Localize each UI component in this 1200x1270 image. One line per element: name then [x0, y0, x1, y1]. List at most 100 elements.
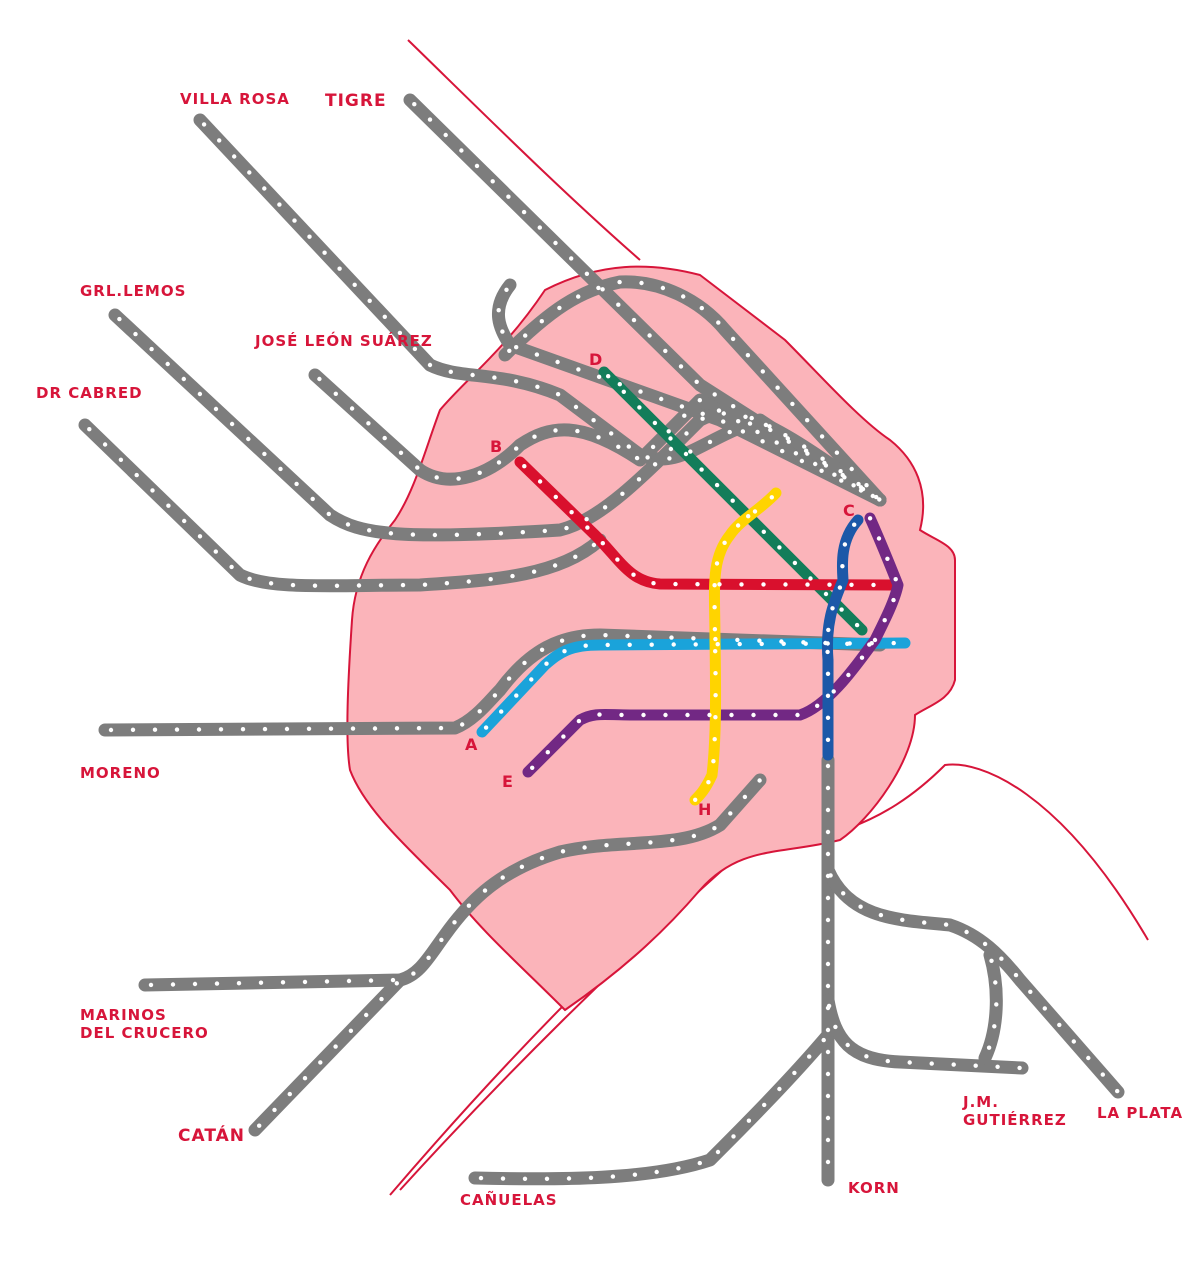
- station-dot: [192, 981, 198, 987]
- rail-gutierrez-link: [978, 948, 1003, 1065]
- station-dot: [688, 449, 693, 454]
- station-dot: [422, 582, 428, 587]
- station-dot: [134, 472, 139, 478]
- station-dot: [240, 727, 246, 732]
- station-dot: [993, 980, 998, 985]
- station-dot: [434, 475, 439, 480]
- station-dot: [652, 420, 658, 426]
- station-dot: [825, 763, 831, 769]
- station-dot: [922, 920, 927, 925]
- station-dot: [522, 1176, 528, 1182]
- station-dot: [87, 427, 92, 432]
- subte-labels: A B C D E H: [465, 350, 855, 819]
- station-dot: [707, 439, 713, 445]
- station-dot: [448, 369, 453, 374]
- station-dot: [535, 384, 540, 389]
- station-dot: [827, 582, 832, 587]
- station-dot: [560, 849, 566, 854]
- station-dot: [774, 440, 779, 445]
- rail-la-plata: [821, 863, 1125, 1099]
- station-dot: [1017, 1065, 1022, 1071]
- station-dot: [232, 154, 237, 159]
- station-dot: [602, 505, 608, 510]
- station-dot: [678, 364, 684, 369]
- station-dot: [740, 429, 746, 434]
- station-dot: [334, 583, 340, 588]
- rail-canuelas: [468, 1028, 835, 1186]
- station-dot: [760, 369, 765, 374]
- station-dot: [507, 348, 512, 353]
- station-dot: [573, 404, 579, 410]
- station-dot: [553, 240, 558, 246]
- station-dot: [867, 516, 873, 521]
- station-dot: [152, 727, 158, 732]
- station-dot: [411, 971, 416, 976]
- station-dot: [929, 1061, 934, 1066]
- station-dot: [345, 522, 351, 527]
- station-dot: [679, 404, 685, 409]
- station-dot: [684, 431, 689, 436]
- station-dot: [443, 132, 448, 138]
- station-dot: [728, 811, 733, 816]
- station-dot: [834, 450, 840, 455]
- station-dot: [306, 726, 312, 731]
- station-dot: [864, 1054, 869, 1059]
- station-dot: [213, 549, 218, 554]
- station-dot: [196, 727, 202, 732]
- station-dot: [454, 532, 460, 537]
- station-dot: [805, 451, 810, 456]
- station-dot: [793, 451, 799, 456]
- station-dot: [815, 703, 820, 708]
- station-dot: [432, 532, 438, 538]
- station-dot: [760, 439, 765, 444]
- station-dot: [694, 379, 699, 384]
- station-dot: [544, 661, 549, 666]
- station-dot: [197, 391, 203, 397]
- station-dot: [713, 693, 718, 698]
- station-dot: [379, 996, 384, 1002]
- station-dot: [150, 488, 155, 493]
- station-dot: [575, 428, 580, 434]
- label-la-plata: LA PLATA: [1097, 1104, 1183, 1122]
- station-dot: [681, 294, 686, 299]
- station-dot: [735, 637, 740, 643]
- station-dot: [529, 677, 534, 682]
- station-dot: [544, 1176, 550, 1182]
- station-dot: [666, 429, 671, 434]
- station-dot: [247, 170, 252, 175]
- station-dot: [326, 511, 331, 517]
- station-dot: [521, 209, 527, 215]
- station-dot: [246, 436, 251, 442]
- station-dot: [775, 385, 780, 390]
- station-dot: [619, 712, 624, 718]
- station-dot: [236, 981, 242, 986]
- station-dot: [830, 606, 835, 611]
- station-dot: [584, 517, 589, 522]
- station-dot: [368, 978, 374, 983]
- station-dot: [500, 875, 505, 880]
- station-dot: [761, 529, 766, 534]
- subte-line-b: [514, 456, 896, 591]
- station-dot: [398, 450, 404, 455]
- station-dot: [397, 330, 403, 336]
- station-dot: [647, 333, 652, 338]
- station-dot: [783, 433, 788, 438]
- station-dot: [477, 709, 482, 714]
- station-dot: [466, 579, 471, 584]
- station-dot: [722, 540, 727, 545]
- station-dot: [616, 302, 621, 307]
- station-dot: [130, 727, 136, 732]
- station-dot: [506, 676, 512, 681]
- station-dot: [805, 418, 810, 423]
- station-dot: [805, 582, 810, 587]
- station-dot: [691, 636, 696, 641]
- station-dot: [530, 765, 535, 770]
- station-dot: [739, 582, 744, 587]
- station-dot: [459, 148, 464, 153]
- station-dot: [537, 225, 542, 230]
- station-dot: [302, 1076, 308, 1081]
- station-dot: [545, 750, 550, 755]
- station-dot: [825, 1093, 831, 1099]
- station-dot: [182, 518, 187, 524]
- station-dot: [466, 903, 472, 908]
